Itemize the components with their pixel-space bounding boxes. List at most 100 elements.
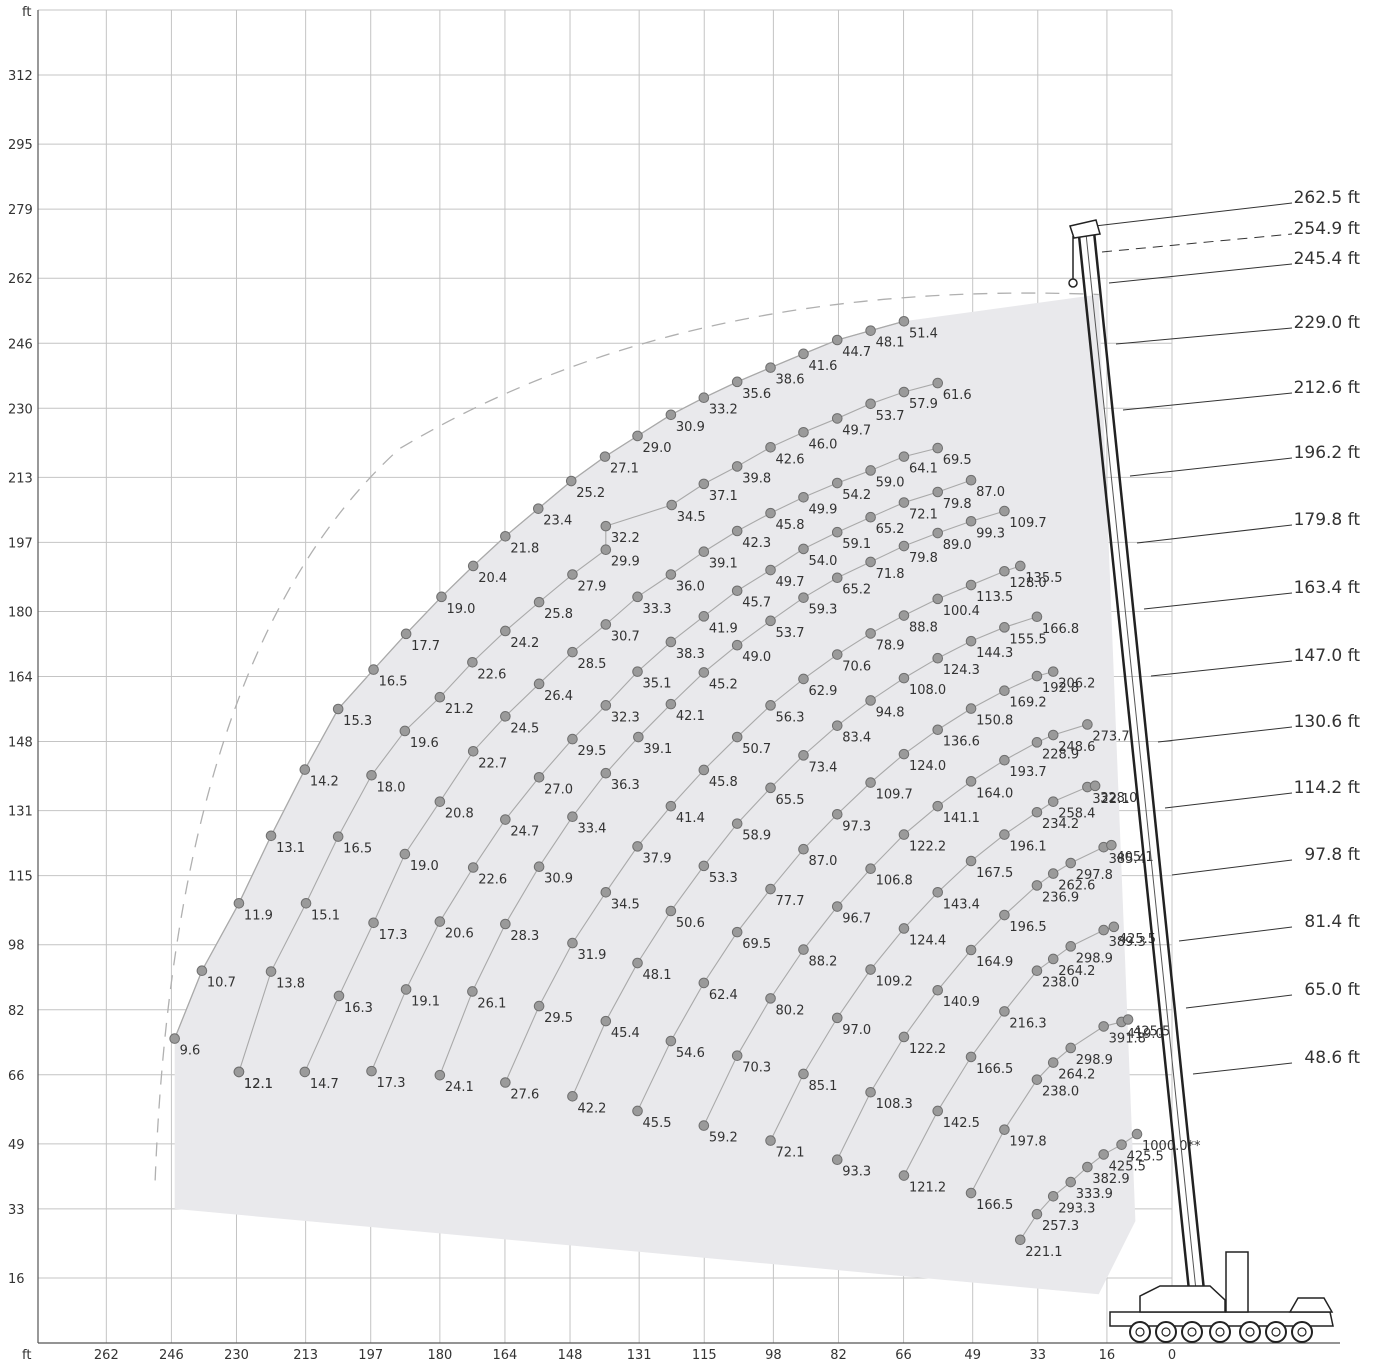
load-point [366, 1065, 377, 1077]
load-point [965, 1051, 977, 1063]
load-value-label: 42.6 [776, 452, 805, 467]
load-value-label: 24.1 [445, 1080, 474, 1095]
load-point [898, 1170, 910, 1181]
load-value-label: 45.5 [643, 1116, 672, 1131]
boom-length-label: 212.6 ft [1294, 378, 1361, 398]
load-point [932, 442, 944, 454]
dashed-boom-curve [154, 292, 1099, 1181]
load-point [965, 1187, 977, 1199]
y-tick-label: 164 [8, 671, 33, 686]
boom-length-leader [1115, 327, 1293, 345]
load-point [533, 861, 545, 872]
y-tick-label: 246 [8, 337, 33, 352]
load-value-label: 10.7 [207, 976, 236, 991]
load-point [999, 1124, 1010, 1135]
load-value-label: 108.3 [876, 1097, 913, 1112]
load-value-label: 29.9 [611, 555, 640, 570]
load-point [932, 377, 944, 389]
load-value-label: 32.2 [611, 531, 640, 546]
load-point [1098, 924, 1109, 936]
load-value-label: 61.6 [943, 388, 972, 403]
load-point [368, 917, 379, 929]
load-value-label: 42.2 [577, 1101, 606, 1116]
load-point [600, 544, 612, 556]
load-value-label: 11.9 [244, 908, 273, 923]
load-value-label: 26.4 [544, 689, 573, 704]
load-value-label: 62.4 [709, 988, 738, 1003]
load-value-label: 30.7 [611, 629, 640, 644]
load-value-label: 27.1 [610, 462, 639, 477]
load-value-label: 122.2 [909, 1042, 946, 1057]
load-value-label: 23.4 [543, 514, 572, 529]
load-value-label: 106.8 [876, 874, 913, 889]
y-unit-label: ft [22, 5, 31, 20]
load-value-label: 87.0 [808, 854, 837, 869]
load-value-label: 109.7 [1009, 516, 1046, 531]
boom-length-label: 196.2 ft [1294, 443, 1361, 463]
load-value-label: 77.7 [776, 894, 805, 909]
load-value-label: 79.8 [943, 497, 972, 512]
boom-length-leader [1157, 726, 1293, 743]
load-point [1065, 1042, 1077, 1054]
boom-length-label: 65.0 ft [1304, 980, 1360, 1000]
crane-hub-icon [1245, 1327, 1255, 1337]
load-value-label: 65.2 [876, 522, 905, 537]
load-point [798, 348, 809, 360]
load-value-label: 16.5 [379, 675, 408, 690]
crane-hook-icon [1068, 278, 1078, 288]
load-point [1031, 806, 1043, 818]
load-value-label: 70.3 [742, 1061, 771, 1076]
series-curve-9 [770, 785, 1096, 1141]
load-point [865, 628, 876, 639]
crane-boom-left-chord [1076, 225, 1192, 1301]
x-tick-label: 82 [830, 1348, 847, 1363]
load-value-label: 35.6 [742, 387, 771, 402]
load-point [1098, 1021, 1109, 1032]
load-point [865, 511, 876, 523]
load-point [765, 362, 776, 373]
x-tick-label: 148 [558, 1348, 583, 1363]
load-point [932, 652, 944, 664]
load-value-label: 108.0 [909, 683, 946, 698]
load-value-label: 141.1 [943, 811, 980, 826]
load-value-label: 234.2 [1042, 817, 1079, 832]
load-point [932, 984, 944, 996]
load-point [1047, 729, 1059, 741]
x-tick-label: 213 [293, 1348, 318, 1363]
load-point [600, 520, 612, 532]
load-point [196, 965, 208, 977]
load-point [999, 754, 1010, 766]
load-point [1098, 1149, 1109, 1160]
load-value-label: 405.1 [1116, 850, 1153, 865]
load-value-label: 16.5 [343, 842, 372, 857]
load-value-label: 39.1 [643, 742, 672, 757]
boom-length-leader [1094, 202, 1293, 227]
load-value-label: 142.5 [943, 1116, 980, 1131]
load-value-label: 21.8 [510, 541, 539, 556]
load-point [865, 695, 876, 706]
load-value-label: 382.9 [1092, 1172, 1129, 1187]
load-value-label: 12.1 [244, 1077, 273, 1092]
load-point [1014, 560, 1026, 572]
crane-hub-icon [1215, 1327, 1225, 1337]
load-point [665, 1035, 677, 1047]
load-point [265, 966, 277, 977]
y-tick-label: 148 [8, 736, 33, 751]
load-point [567, 733, 578, 745]
load-point [665, 636, 677, 648]
load-point [765, 883, 776, 895]
load-value-label: 97.3 [842, 819, 871, 834]
load-value-label: 28.3 [510, 929, 539, 944]
load-value-label: 15.3 [343, 714, 372, 729]
load-value-label: 193.7 [1009, 765, 1046, 780]
load-point [600, 1015, 612, 1027]
load-value-label: 22.6 [478, 873, 507, 888]
load-value-label: 83.4 [842, 731, 871, 746]
load-value-label: 49.7 [842, 423, 871, 438]
load-point [233, 897, 245, 909]
load-value-label: 56.3 [776, 710, 805, 725]
load-value-label: 35.1 [643, 677, 672, 692]
load-value-label: 70.6 [842, 660, 871, 675]
load-point [500, 918, 511, 930]
